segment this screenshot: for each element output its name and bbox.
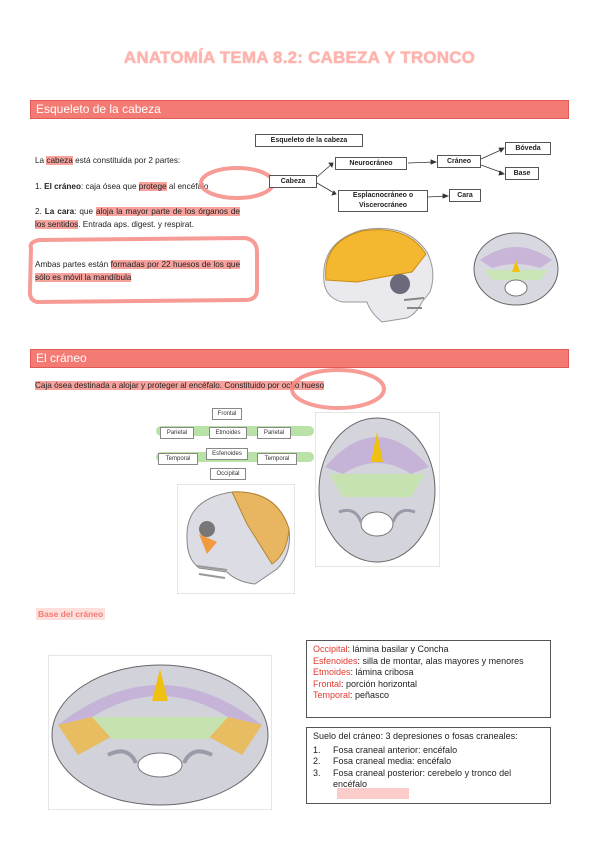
intro-item-face: 2. La cara: que aloja la mayor parte de … xyxy=(35,207,240,229)
bone-temporal-left: Temporal xyxy=(158,453,198,465)
base-bone-esfenoides: Esfenoides: silla de montar, alas mayore… xyxy=(313,655,524,666)
skull-lateral-image xyxy=(323,227,434,323)
section-base: Base del cráneo xyxy=(36,608,106,620)
base-bones-panel: Occipital: lámina basilar y Concha Esfen… xyxy=(306,640,551,718)
bone-etmoides: Etmoides xyxy=(209,427,247,439)
bone-esfenoides: Esfenoides xyxy=(206,448,248,460)
node-base: Base xyxy=(505,167,539,180)
node-esplacnocraneo: Esplacnocráneo o Viscerocráneo xyxy=(338,190,428,212)
annotation-strokes xyxy=(27,166,275,305)
highlight-tronco xyxy=(337,788,409,799)
bone-parietal-right: Parietal xyxy=(257,427,291,439)
fossa-item-1: 1.Fosa craneal anterior: encéfalo xyxy=(313,744,458,755)
base-bone-etmoides: Etmoides: lámina cribosa xyxy=(313,667,414,677)
fossa-item-2: 2.Fosa craneal media: encéfalo xyxy=(313,756,452,766)
skull-base-image-medium xyxy=(315,412,440,567)
fossa-item-3: 3.Fosa craneal posterior: cerebelo y tro… xyxy=(313,767,512,790)
cranium-description: Caja ósea destinada a alojar y proteger … xyxy=(35,381,325,390)
skull-base-image-large xyxy=(48,655,272,810)
bone-parietal-left: Parietal xyxy=(160,427,194,439)
skull-base-image-small xyxy=(473,232,559,306)
node-cabeza: Cabeza xyxy=(269,175,317,188)
node-cara: Cara xyxy=(449,189,481,202)
base-bone-frontal: Frontal: porción horizontal xyxy=(313,678,418,689)
intro-both-parts: Ambas partes están formadas por 22 hueso… xyxy=(35,260,240,282)
fossa-heading: Suelo del cráneo: 3 depresiones o fosas … xyxy=(313,731,518,741)
skull-lateral-image-2 xyxy=(177,484,295,594)
bone-temporal-right: Temporal xyxy=(257,453,297,465)
page-title: ANATOMÍA TEMA 8.2: CABEZA Y TRONCO xyxy=(123,48,476,67)
bone-frontal: Frontal xyxy=(212,408,242,420)
section-cranium: El cráneo xyxy=(30,349,569,368)
intro-line: La cabeza está constituida por 2 partes: xyxy=(35,156,181,165)
node-neurocraneo: Neurocráneo xyxy=(335,157,407,170)
base-bone-occipital: Occipital: lámina basilar y Concha xyxy=(313,644,449,654)
base-bone-temporal: Temporal: peñasco xyxy=(313,690,390,700)
bone-occipital: Occipital xyxy=(210,468,246,480)
annotation-circle-ocho xyxy=(290,368,386,410)
intro-item-cranium: 1. El cráneo: caja ósea que protege al e… xyxy=(35,182,209,191)
node-boveda: Bóveda xyxy=(505,142,551,155)
diagram-connectors xyxy=(316,147,505,199)
node-craneo: Cráneo xyxy=(437,155,481,168)
section-skull-head: Esqueleto de la cabeza xyxy=(30,100,569,119)
diagram-title: Esqueleto de la cabeza xyxy=(255,134,363,147)
